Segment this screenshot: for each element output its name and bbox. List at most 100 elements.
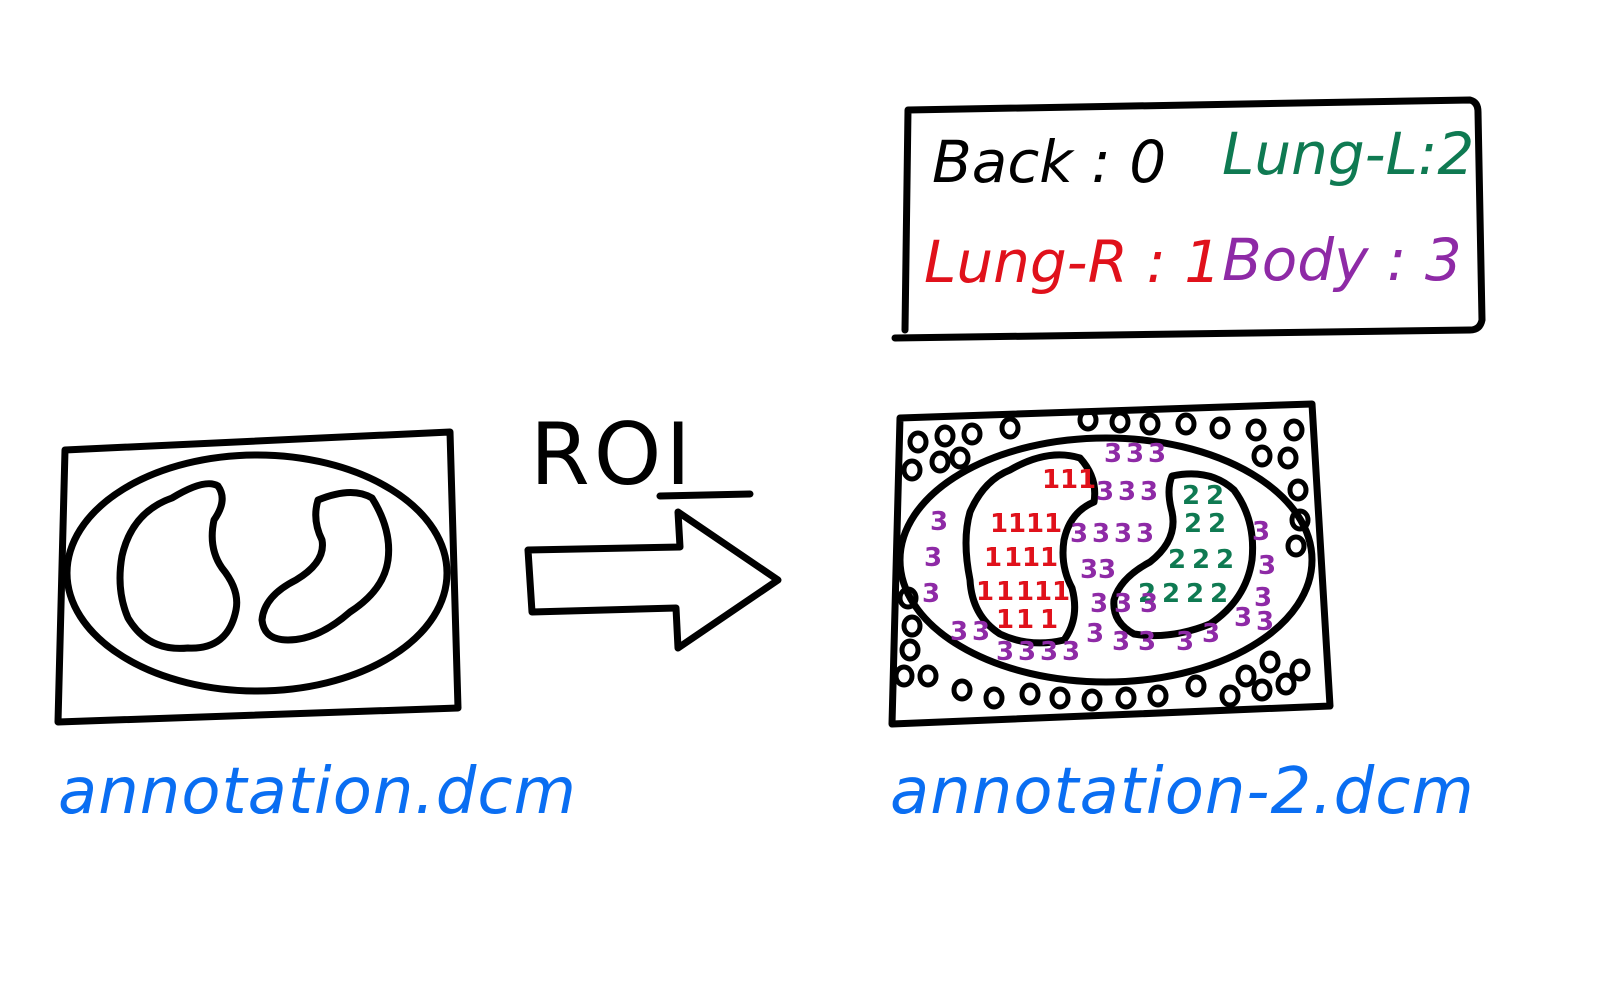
- left-lung-r-outline: [116, 480, 241, 652]
- body-value: 3: [1092, 519, 1110, 549]
- body-value: 3: [1104, 439, 1122, 469]
- body-value: 3: [1140, 589, 1158, 619]
- lung-r-value: 1: [1042, 465, 1060, 495]
- legend-item-body: Body : 3: [1222, 226, 1462, 294]
- lung-r-value: 1: [1016, 577, 1034, 607]
- background-dot: [917, 664, 939, 688]
- lung-r-value: 1: [1026, 509, 1044, 539]
- roi-label: ROI: [530, 405, 695, 505]
- lung-l-value: 2: [1168, 545, 1186, 575]
- body-value: 3: [950, 617, 968, 647]
- body-value: 3: [1040, 637, 1058, 667]
- body-value: 3: [1126, 439, 1144, 469]
- body-value: 3: [1148, 439, 1166, 469]
- lung-r-value: 1: [1022, 543, 1040, 573]
- body-value: 3: [1136, 519, 1154, 549]
- lung-r-value: 1: [1040, 543, 1058, 573]
- body-value: 3: [1118, 477, 1136, 507]
- lung-r-value: 1: [1078, 465, 1096, 495]
- background-dot: [1275, 672, 1297, 696]
- background-dot: [901, 614, 923, 638]
- background-dot: [1109, 410, 1131, 434]
- background-dot: [1245, 418, 1267, 442]
- background-dot: [1139, 412, 1161, 436]
- background-dot: [1259, 650, 1281, 674]
- background-dot: [897, 586, 919, 610]
- body-value: 3: [1234, 603, 1252, 633]
- lung-l-value: 2: [1186, 579, 1204, 609]
- lung-r-value: 1: [1044, 509, 1062, 539]
- lung-r-value: 1: [1040, 605, 1058, 635]
- background-dots: [893, 408, 1311, 712]
- background-dot: [907, 430, 929, 454]
- background-dot: [1019, 682, 1041, 706]
- background-dot: [1185, 674, 1207, 698]
- body-value: 3: [1090, 589, 1108, 619]
- legend-box: [891, 96, 1486, 342]
- body-value: 3: [1096, 477, 1114, 507]
- lung-l-value: 2: [1216, 545, 1234, 575]
- lung-r-value: 1: [996, 605, 1014, 635]
- body-value: 3: [1256, 607, 1274, 637]
- lung-l-value: 2: [1138, 579, 1156, 609]
- background-dot: [929, 450, 951, 474]
- background-dot: [949, 446, 971, 470]
- right-body-outline: [896, 434, 1316, 686]
- lung-r-value: 1: [984, 543, 1002, 573]
- roi-underline: [656, 490, 754, 500]
- right-filename-label: annotation-2.dcm: [890, 755, 1475, 829]
- body-value: 3: [1070, 519, 1088, 549]
- right-lung-l-outline: [1110, 470, 1257, 640]
- body-value: 3: [1114, 589, 1132, 619]
- left-image-frame: [54, 428, 462, 726]
- background-dot: [1283, 418, 1305, 442]
- body-value: 3: [1138, 627, 1156, 657]
- background-dot: [1289, 658, 1311, 682]
- background-dot: [1251, 444, 1273, 468]
- body-value: 3: [1114, 519, 1132, 549]
- background-dot: [1277, 446, 1299, 470]
- background-dot: [1219, 684, 1241, 708]
- legend-item-lung-l: Lung-L:2: [1222, 120, 1475, 188]
- lung-r-value: 1: [996, 577, 1014, 607]
- body-value: 3: [1202, 619, 1220, 649]
- background-dot: [961, 422, 983, 446]
- background-dot: [1289, 508, 1311, 532]
- body-value: 3: [972, 617, 990, 647]
- body-value: 3: [924, 543, 942, 573]
- legend-item-lung-r: Lung-R : 1: [924, 228, 1222, 296]
- background-dot: [893, 664, 915, 688]
- legend-item-back: Back : 0: [932, 128, 1167, 196]
- body-value: 3: [1086, 619, 1104, 649]
- lung-r-value: 1: [1016, 605, 1034, 635]
- lung-r-value: 1: [1052, 577, 1070, 607]
- background-dot: [1285, 534, 1307, 558]
- background-dot: [899, 638, 921, 662]
- background-dot: [1077, 408, 1099, 432]
- roi-arrow: [524, 508, 782, 652]
- background-dot: [1235, 664, 1257, 688]
- lung-l-value: 2: [1192, 545, 1210, 575]
- body-value: 3: [1254, 583, 1272, 613]
- background-dot: [1287, 478, 1309, 502]
- right-image-frame: [888, 400, 1334, 728]
- background-dot: [1049, 686, 1071, 710]
- lung-r-value: 1: [1060, 465, 1078, 495]
- lung-l-value: 2: [1210, 579, 1228, 609]
- background-dot: [1175, 412, 1197, 436]
- body-value: 3: [930, 507, 948, 537]
- background-dot: [1209, 416, 1231, 440]
- body-value: 3: [922, 579, 940, 609]
- body-value: 3: [1258, 551, 1276, 581]
- body-value: 3: [1062, 637, 1080, 667]
- body-value: 3: [1176, 627, 1194, 657]
- lung-l-value: 2: [1182, 481, 1200, 511]
- body-value: 3: [1018, 637, 1036, 667]
- body-value: 3: [1098, 555, 1116, 585]
- lung-l-value: 2: [1162, 579, 1180, 609]
- lung-l-value: 2: [1206, 481, 1224, 511]
